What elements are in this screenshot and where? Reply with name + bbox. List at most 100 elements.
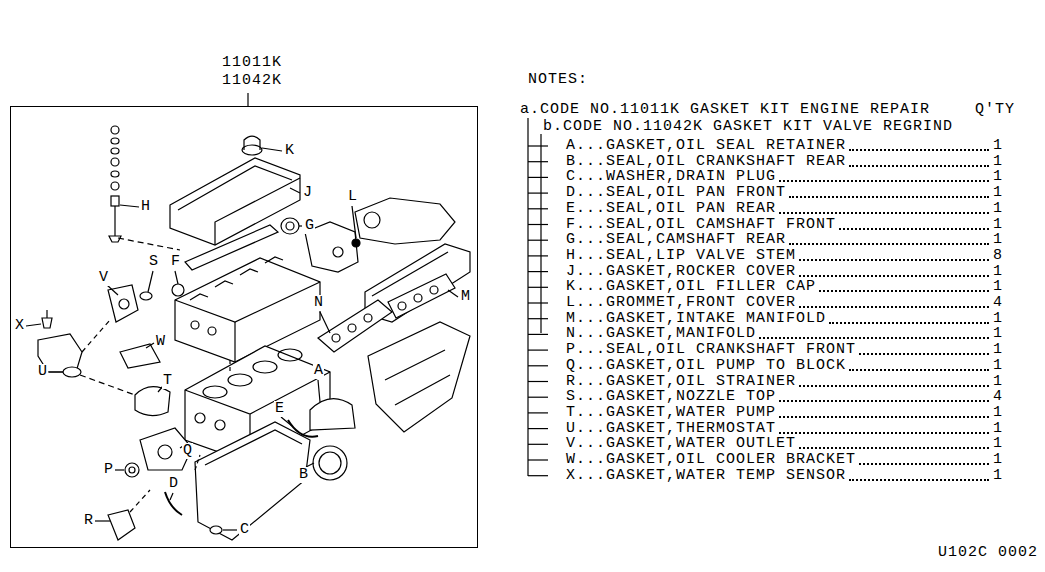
part-row: A...GASKET,OIL SEAL RETAINER <box>566 138 846 154</box>
callout-letter: C <box>239 522 250 538</box>
part-row: Q...GASKET,OIL PUMP TO BLOCK <box>566 358 846 374</box>
kit-note: b.CODE NO.11042K GASKET KIT VALVE REGRIN… <box>543 119 953 135</box>
leader-dots <box>779 212 989 214</box>
part-row: K...GASKET,OIL FILLER CAP <box>566 279 816 295</box>
part-row: L...GROMMET,FRONT COVER <box>566 295 796 311</box>
kit-note: a.CODE NO.11011K GASKET KIT ENGINE REPAI… <box>520 102 930 118</box>
leader-dots <box>779 400 989 402</box>
part-qty: 1 <box>993 421 1003 437</box>
part-qty: 1 <box>993 279 1003 295</box>
leader-dots <box>779 180 989 182</box>
callout-letter: R <box>83 513 94 529</box>
part-row: W...GASKET,OIL COOLER BRACKET <box>566 452 856 468</box>
callout-letter: F <box>170 254 181 270</box>
part-row: H...SEAL,LIP VALVE STEM <box>566 248 796 264</box>
kit-frame: 11011K11042K <box>10 106 478 548</box>
tree-tick <box>528 177 548 178</box>
part-qty: 1 <box>993 264 1003 280</box>
part-qty: 1 <box>993 436 1003 452</box>
tree-tick <box>528 397 548 398</box>
part-qty: 1 <box>993 405 1003 421</box>
leader-dots <box>799 306 989 308</box>
callout-letter: V <box>98 270 109 286</box>
tree-tick <box>528 459 548 460</box>
leader-dots <box>789 196 989 198</box>
tree-tick <box>528 428 548 429</box>
part-qty: 1 <box>993 217 1003 233</box>
tree-tick <box>528 193 548 194</box>
part-qty: 1 <box>993 154 1003 170</box>
leader-dots <box>779 416 989 418</box>
tree-tick <box>528 255 548 256</box>
tree-tick <box>528 318 548 319</box>
tree-tick <box>528 475 548 476</box>
leader-dots <box>849 149 989 151</box>
callout-letter: U <box>37 364 48 380</box>
kit-code: 11042K <box>222 73 282 89</box>
part-qty: 1 <box>993 169 1003 185</box>
leader-dots <box>779 432 989 434</box>
kit-code: 11011K <box>222 55 282 71</box>
tree-tick <box>528 334 548 335</box>
part-row: E...SEAL,OIL PAN REAR <box>566 201 776 217</box>
callout-letter: J <box>302 185 313 201</box>
callout-letter: E <box>274 401 285 417</box>
tree-tick <box>528 350 548 351</box>
part-row: S...GASKET,NOZZLE TOP <box>566 389 776 405</box>
callout-letter: Q <box>182 443 193 459</box>
callout-letter: W <box>155 334 166 350</box>
part-qty: 1 <box>993 138 1003 154</box>
part-qty: 1 <box>993 185 1003 201</box>
callout-letter: M <box>460 289 471 305</box>
callout-letter: G <box>304 218 315 234</box>
part-qty: 1 <box>993 326 1003 342</box>
tree-tick <box>528 145 548 146</box>
callout-letter: N <box>313 295 324 311</box>
callout-letter: D <box>168 476 179 492</box>
leader-dots <box>799 385 989 387</box>
callout-letter: T <box>162 373 173 389</box>
tree-tick <box>528 240 548 241</box>
figure-code: U102C 0002 <box>938 545 1038 561</box>
qty-heading: Q'TY <box>975 102 1015 118</box>
part-qty: 1 <box>993 201 1003 217</box>
leader-dots <box>819 290 989 292</box>
callout-letter: S <box>148 254 159 270</box>
part-qty: 1 <box>993 311 1003 327</box>
part-qty: 8 <box>993 248 1003 264</box>
part-qty: 1 <box>993 468 1003 484</box>
part-row: J...GASKET,ROCKER COVER <box>566 264 796 280</box>
part-row: P...SEAL,OIL CRANKSHAFT FRONT <box>566 342 856 358</box>
callout-letter: X <box>14 318 25 334</box>
part-row: V...GASKET,WATER OUTLET <box>566 436 796 452</box>
leader-dots <box>859 463 989 465</box>
part-qty: 1 <box>993 452 1003 468</box>
part-row: X...GASKET,WATER TEMP SENSOR <box>566 468 846 484</box>
tree-tick <box>528 208 548 209</box>
part-qty: 4 <box>993 295 1003 311</box>
part-qty: 1 <box>993 374 1003 390</box>
leader-dots <box>759 337 989 339</box>
tree-tick <box>528 444 548 445</box>
leader-dots <box>849 479 989 481</box>
part-row: T...GASKET,WATER PUMP <box>566 405 776 421</box>
tree-tick <box>528 161 548 162</box>
part-qty: 1 <box>993 358 1003 374</box>
tree-tick <box>528 302 548 303</box>
leader-dots <box>829 322 989 324</box>
leader-dots <box>859 353 989 355</box>
part-row: R...GASKET,OIL STRAINER <box>566 374 796 390</box>
tree-tick <box>528 412 548 413</box>
part-qty: 4 <box>993 389 1003 405</box>
leader-dots <box>789 243 989 245</box>
part-qty: 1 <box>993 232 1003 248</box>
callout-letter: B <box>298 467 309 483</box>
callout-letter: A <box>313 363 324 379</box>
notes-heading: NOTES: <box>528 72 588 88</box>
part-row: B...SEAL,OIL CRANKSHAFT REAR <box>566 154 846 170</box>
tree-tick <box>528 287 548 288</box>
leader-dots <box>799 447 989 449</box>
part-row: C...WASHER,DRAIN PLUG <box>566 169 776 185</box>
callout-letter: K <box>284 143 295 159</box>
